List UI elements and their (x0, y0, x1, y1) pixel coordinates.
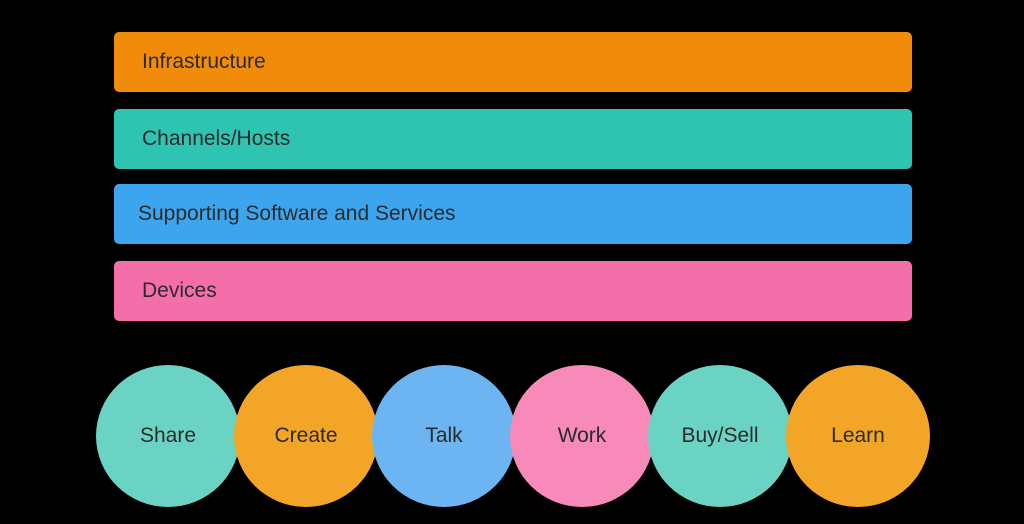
activity-buy-sell: Buy/Sell (648, 365, 792, 507)
layer-supporting-software-services: Supporting Software and Services (114, 184, 912, 244)
layer-devices: Devices (114, 261, 912, 321)
activity-share: Share (96, 365, 240, 507)
layer-channels-hosts: Channels/Hosts (114, 109, 912, 169)
activity-learn: Learn (786, 365, 930, 507)
activity-talk: Talk (372, 365, 516, 507)
activity-create: Create (234, 365, 378, 507)
layer-infrastructure: Infrastructure (114, 32, 912, 92)
activity-work: Work (510, 365, 654, 507)
